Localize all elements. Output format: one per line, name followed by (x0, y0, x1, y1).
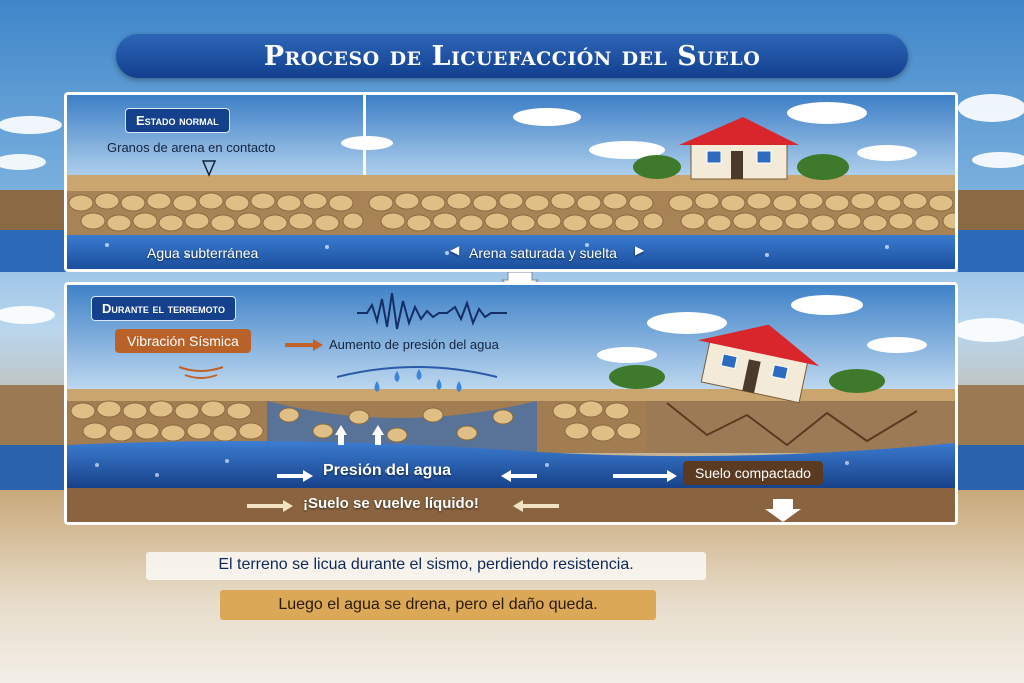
caption-1-band (146, 552, 706, 580)
caption-line-2: Luego el agua se drena, pero el daño que… (278, 596, 598, 613)
tag-normal-state: Estado normal (125, 108, 230, 133)
panel-earthquake: Durante el terremoto Vibración Sísmica A… (64, 282, 958, 525)
label-liquid-soil: ¡Suelo se vuelve líquido! (303, 495, 479, 512)
sand-grains (68, 192, 955, 232)
panel-normal-state: Estado normal Granos de arena en contact… (64, 92, 958, 272)
seismic-wave-icon (357, 292, 507, 330)
label-water-pressure: Presión del agua (323, 462, 452, 479)
label-grains-contact: Granos de arena en contacto (107, 140, 276, 155)
pill-compacted-soil: Suelo compactado (683, 461, 823, 485)
house-icon (679, 117, 799, 180)
tilted-house-icon (697, 324, 820, 404)
pill-seismic-vibration: Vibración Sísmica (115, 329, 251, 353)
earthquake-illustration (67, 285, 955, 522)
right-arrow-icon: ▶ (635, 243, 645, 257)
label-groundwater: Agua subterránea (147, 245, 259, 261)
caption-2-band (220, 590, 656, 620)
caption-line-1: El terreno se licua durante el sismo, pe… (218, 556, 634, 573)
water-drop-icons (374, 369, 462, 392)
normal-state-illustration (67, 95, 955, 269)
trees (633, 154, 849, 180)
label-saturated-sand: Arena saturada y suelta (469, 245, 617, 261)
left-arrow-icon: ◀ (450, 243, 460, 257)
label-pressure-increase: Aumento de presión del agua (329, 337, 499, 352)
title-banner: Proceso de Licuefacción del Suelo (116, 34, 908, 78)
tag-earthquake: Durante el terremoto (91, 296, 236, 321)
clouds (0, 94, 1024, 342)
up-arrow-icons (335, 425, 384, 445)
page-title: Proceso de Licuefacción del Suelo (263, 40, 761, 72)
